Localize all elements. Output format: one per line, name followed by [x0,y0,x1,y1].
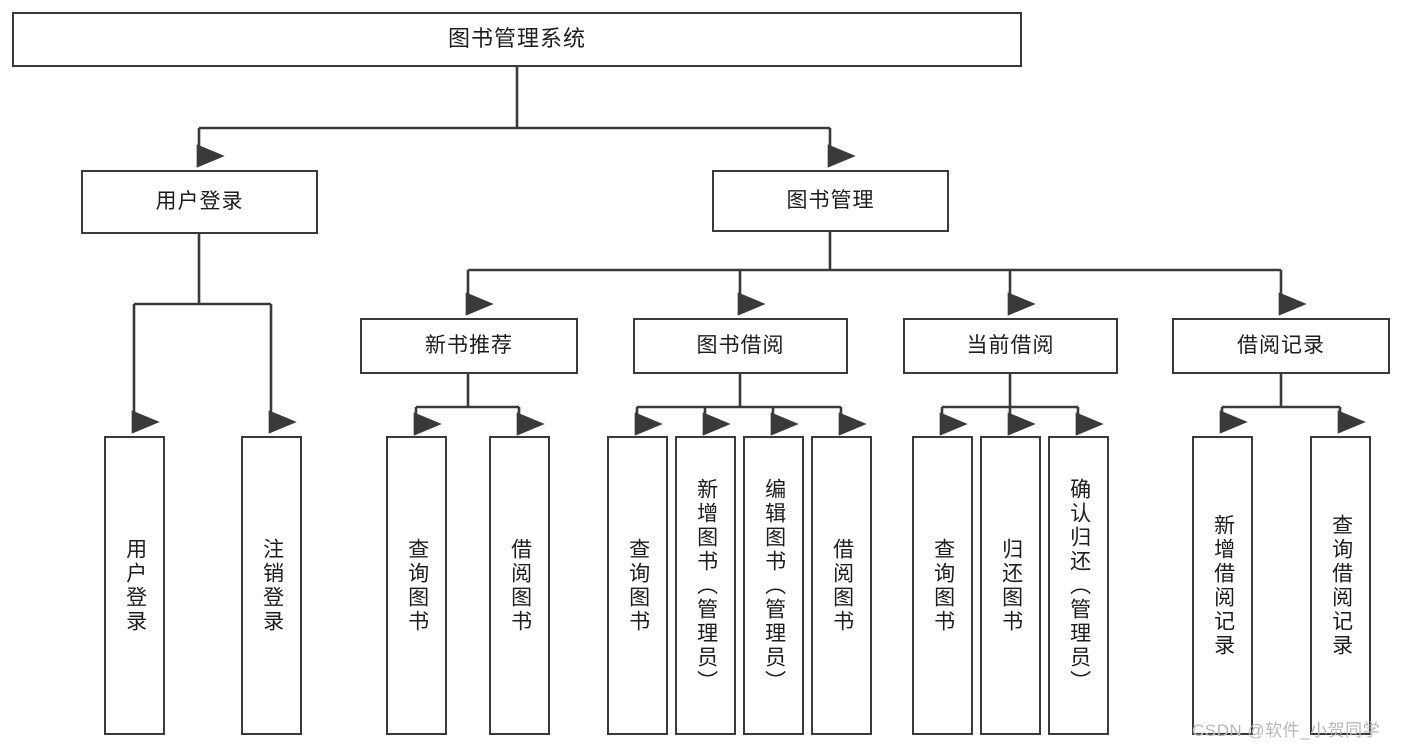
node-label: 用户登录 [123,537,147,634]
node-leaf-edit-book[interactable]: 编辑图书（管理员） [743,436,804,735]
node-label: 查询借阅记录 [1329,513,1353,658]
node-leaf-borrow-book-2[interactable]: 借阅图书 [811,436,872,735]
node-leaf-query-record[interactable]: 查询借阅记录 [1310,436,1371,735]
node-label: 新增图书（管理员） [694,477,718,694]
node-new-book-recommend[interactable]: 新书推荐 [360,318,578,374]
node-label: 借阅记录 [1237,334,1325,358]
node-leaf-add-record[interactable]: 新增借阅记录 [1192,436,1253,735]
node-leaf-user-login[interactable]: 用户登录 [104,436,165,735]
node-current-borrow[interactable]: 当前借阅 [903,318,1118,374]
node-leaf-query-book-3[interactable]: 查询图书 [912,436,973,735]
node-label: 借阅图书 [508,537,532,634]
csdn-watermark: CSDN @软件_小贺同学 [1192,721,1381,740]
node-label: 确认归还（管理员） [1067,477,1091,694]
node-book-borrow[interactable]: 图书借阅 [633,318,848,374]
node-label: 图书借阅 [696,334,785,358]
node-label: 归还图书 [999,537,1023,634]
node-label: 查询图书 [626,537,650,634]
node-label: 图书管理 [786,189,875,213]
node-label: 编辑图书（管理员） [762,477,786,694]
node-leaf-query-book-1[interactable]: 查询图书 [386,436,447,735]
node-label: 图书管理系统 [447,26,586,52]
node-label: 查询图书 [405,537,429,634]
node-book-management[interactable]: 图书管理 [712,170,949,232]
node-leaf-borrow-book-1[interactable]: 借阅图书 [489,436,550,735]
node-label: 新书推荐 [425,334,513,358]
node-leaf-add-book[interactable]: 新增图书（管理员） [675,436,736,735]
node-user-login[interactable]: 用户登录 [81,170,318,234]
node-leaf-confirm-return[interactable]: 确认归还（管理员） [1048,436,1109,735]
node-label: 新增借阅记录 [1211,513,1235,658]
node-leaf-query-book-2[interactable]: 查询图书 [607,436,668,735]
node-root-system[interactable]: 图书管理系统 [12,12,1022,67]
node-leaf-return-book[interactable]: 归还图书 [980,436,1041,735]
node-label: 借阅图书 [830,537,854,634]
node-leaf-logout[interactable]: 注销登录 [241,436,302,735]
node-label: 查询图书 [931,537,955,634]
node-label: 用户登录 [155,190,244,214]
node-label: 注销登录 [260,537,284,634]
node-label: 当前借阅 [966,334,1055,358]
node-borrow-record[interactable]: 借阅记录 [1172,318,1390,374]
